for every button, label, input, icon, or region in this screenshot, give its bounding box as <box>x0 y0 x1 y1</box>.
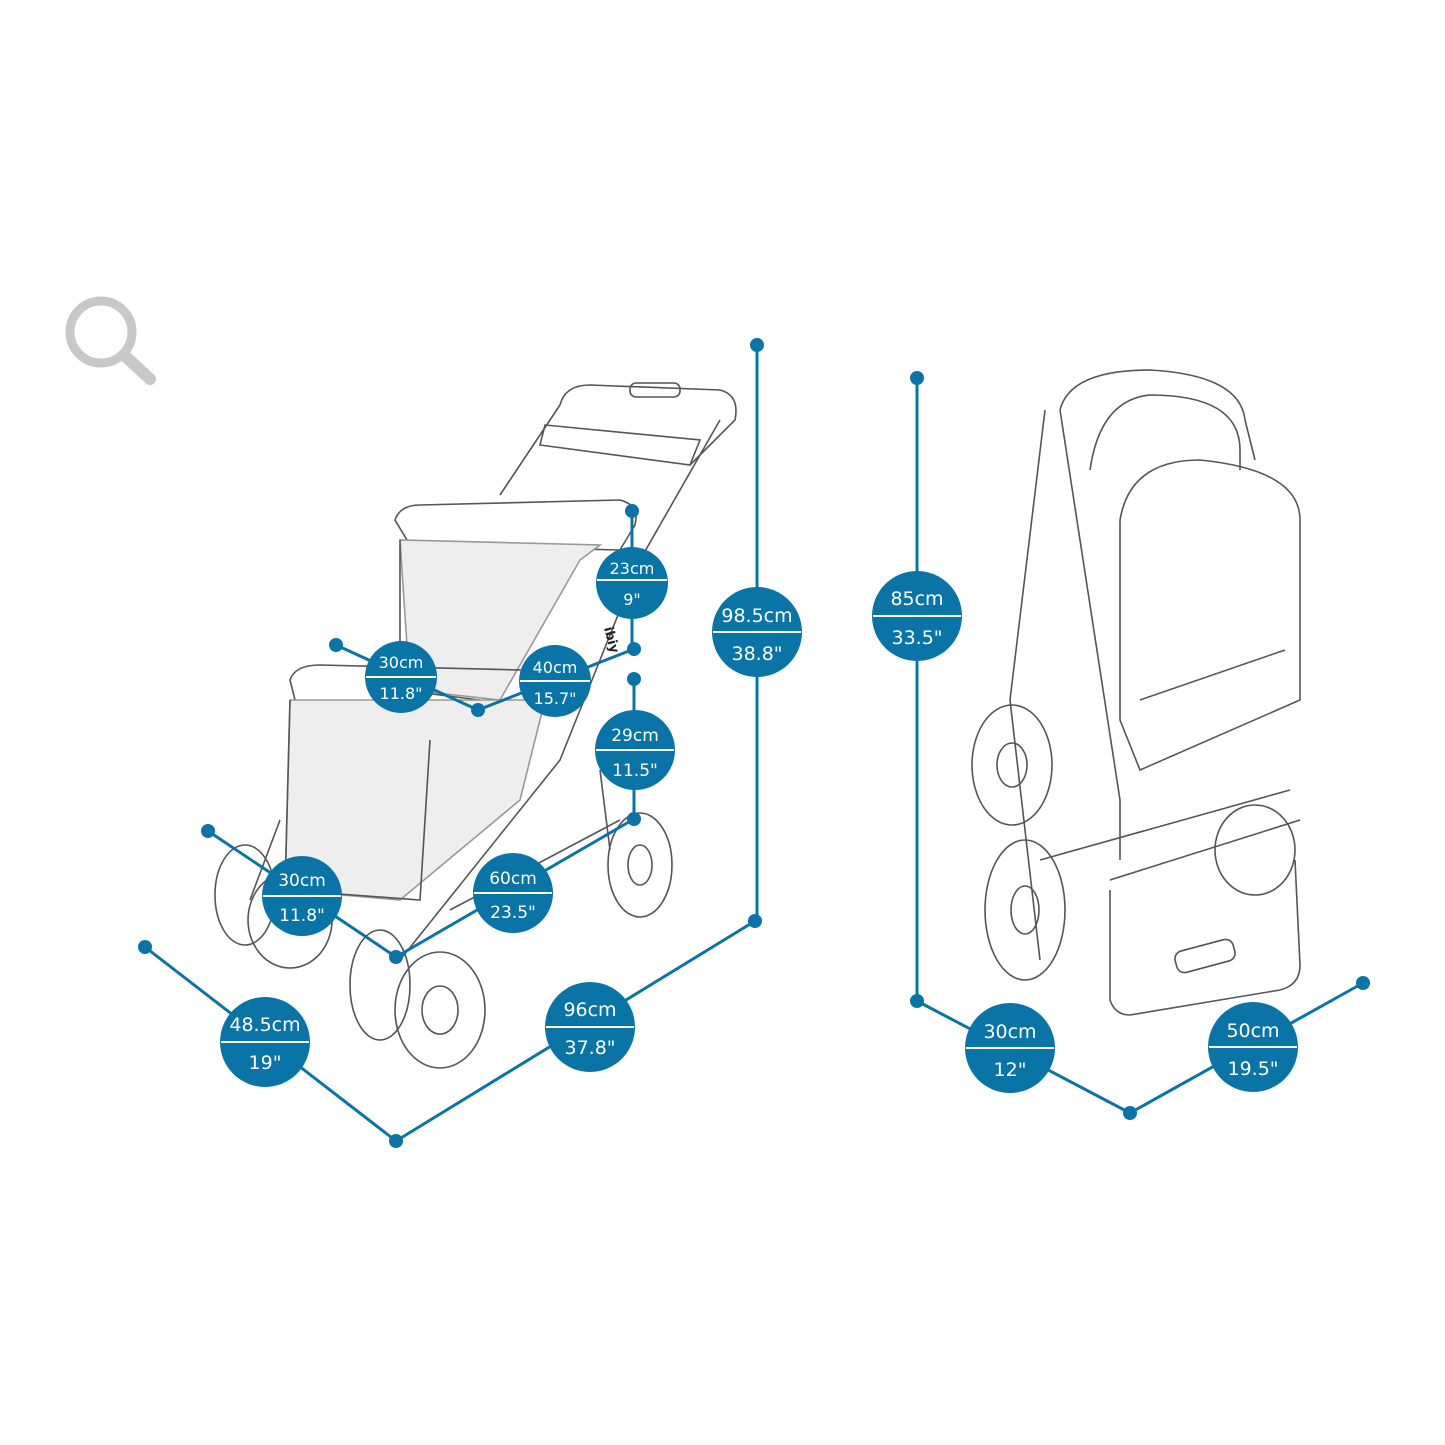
svg-text:29cm: 29cm <box>611 726 659 746</box>
svg-text:23.5": 23.5" <box>490 903 536 923</box>
svg-text:50cm: 50cm <box>1226 1020 1279 1042</box>
svg-text:30cm: 30cm <box>379 653 424 672</box>
badge-upper-depth: 23cm 9" <box>596 547 668 619</box>
brand-logo: ibiy <box>600 625 622 655</box>
svg-text:48.5cm: 48.5cm <box>229 1014 300 1036</box>
svg-text:33.5": 33.5" <box>891 627 942 649</box>
svg-text:19": 19" <box>249 1052 282 1074</box>
svg-text:9": 9" <box>623 590 641 609</box>
magnifier-icon[interactable] <box>65 296 156 385</box>
svg-text:60cm: 60cm <box>489 869 537 889</box>
svg-text:37.8": 37.8" <box>564 1037 615 1059</box>
svg-text:11.8": 11.8" <box>380 684 423 703</box>
svg-text:23cm: 23cm <box>610 559 655 578</box>
badge-folded-width: 50cm 19.5" <box>1208 1002 1298 1092</box>
badge-upper-width: 40cm 15.7" <box>519 645 591 717</box>
svg-text:30cm: 30cm <box>983 1021 1036 1043</box>
svg-text:15.7": 15.7" <box>534 689 577 708</box>
badge-folded-depth: 30cm 12" <box>965 1003 1055 1093</box>
svg-text:11.5": 11.5" <box>612 761 658 781</box>
badge-folded-height: 85cm 33.5" <box>872 571 962 661</box>
badge-total-height: 98.5cm 38.8" <box>712 587 802 677</box>
svg-text:85cm: 85cm <box>890 588 943 610</box>
badge-lower-length: 30cm 11.8" <box>262 856 342 936</box>
stroller-unfolded-illustration: ibiy <box>214 382 737 1069</box>
badge-total-length: 96cm 37.8" <box>545 982 635 1072</box>
badge-upper-length: 30cm 11.8" <box>365 641 437 713</box>
svg-text:12": 12" <box>994 1059 1027 1081</box>
svg-text:98.5cm: 98.5cm <box>721 605 792 627</box>
badge-total-width: 48.5cm 19" <box>220 997 310 1087</box>
badge-lower-width: 60cm 23.5" <box>473 853 553 933</box>
svg-text:40cm: 40cm <box>533 658 578 677</box>
svg-text:96cm: 96cm <box>563 999 616 1021</box>
dimension-endpoints <box>138 338 1370 1148</box>
svg-text:11.8": 11.8" <box>279 906 325 926</box>
stroller-folded-illustration <box>971 369 1301 1016</box>
badge-lower-depth: 29cm 11.5" <box>595 710 675 790</box>
svg-text:38.8": 38.8" <box>731 643 782 665</box>
svg-text:30cm: 30cm <box>278 871 326 891</box>
svg-text:19.5": 19.5" <box>1227 1058 1278 1080</box>
